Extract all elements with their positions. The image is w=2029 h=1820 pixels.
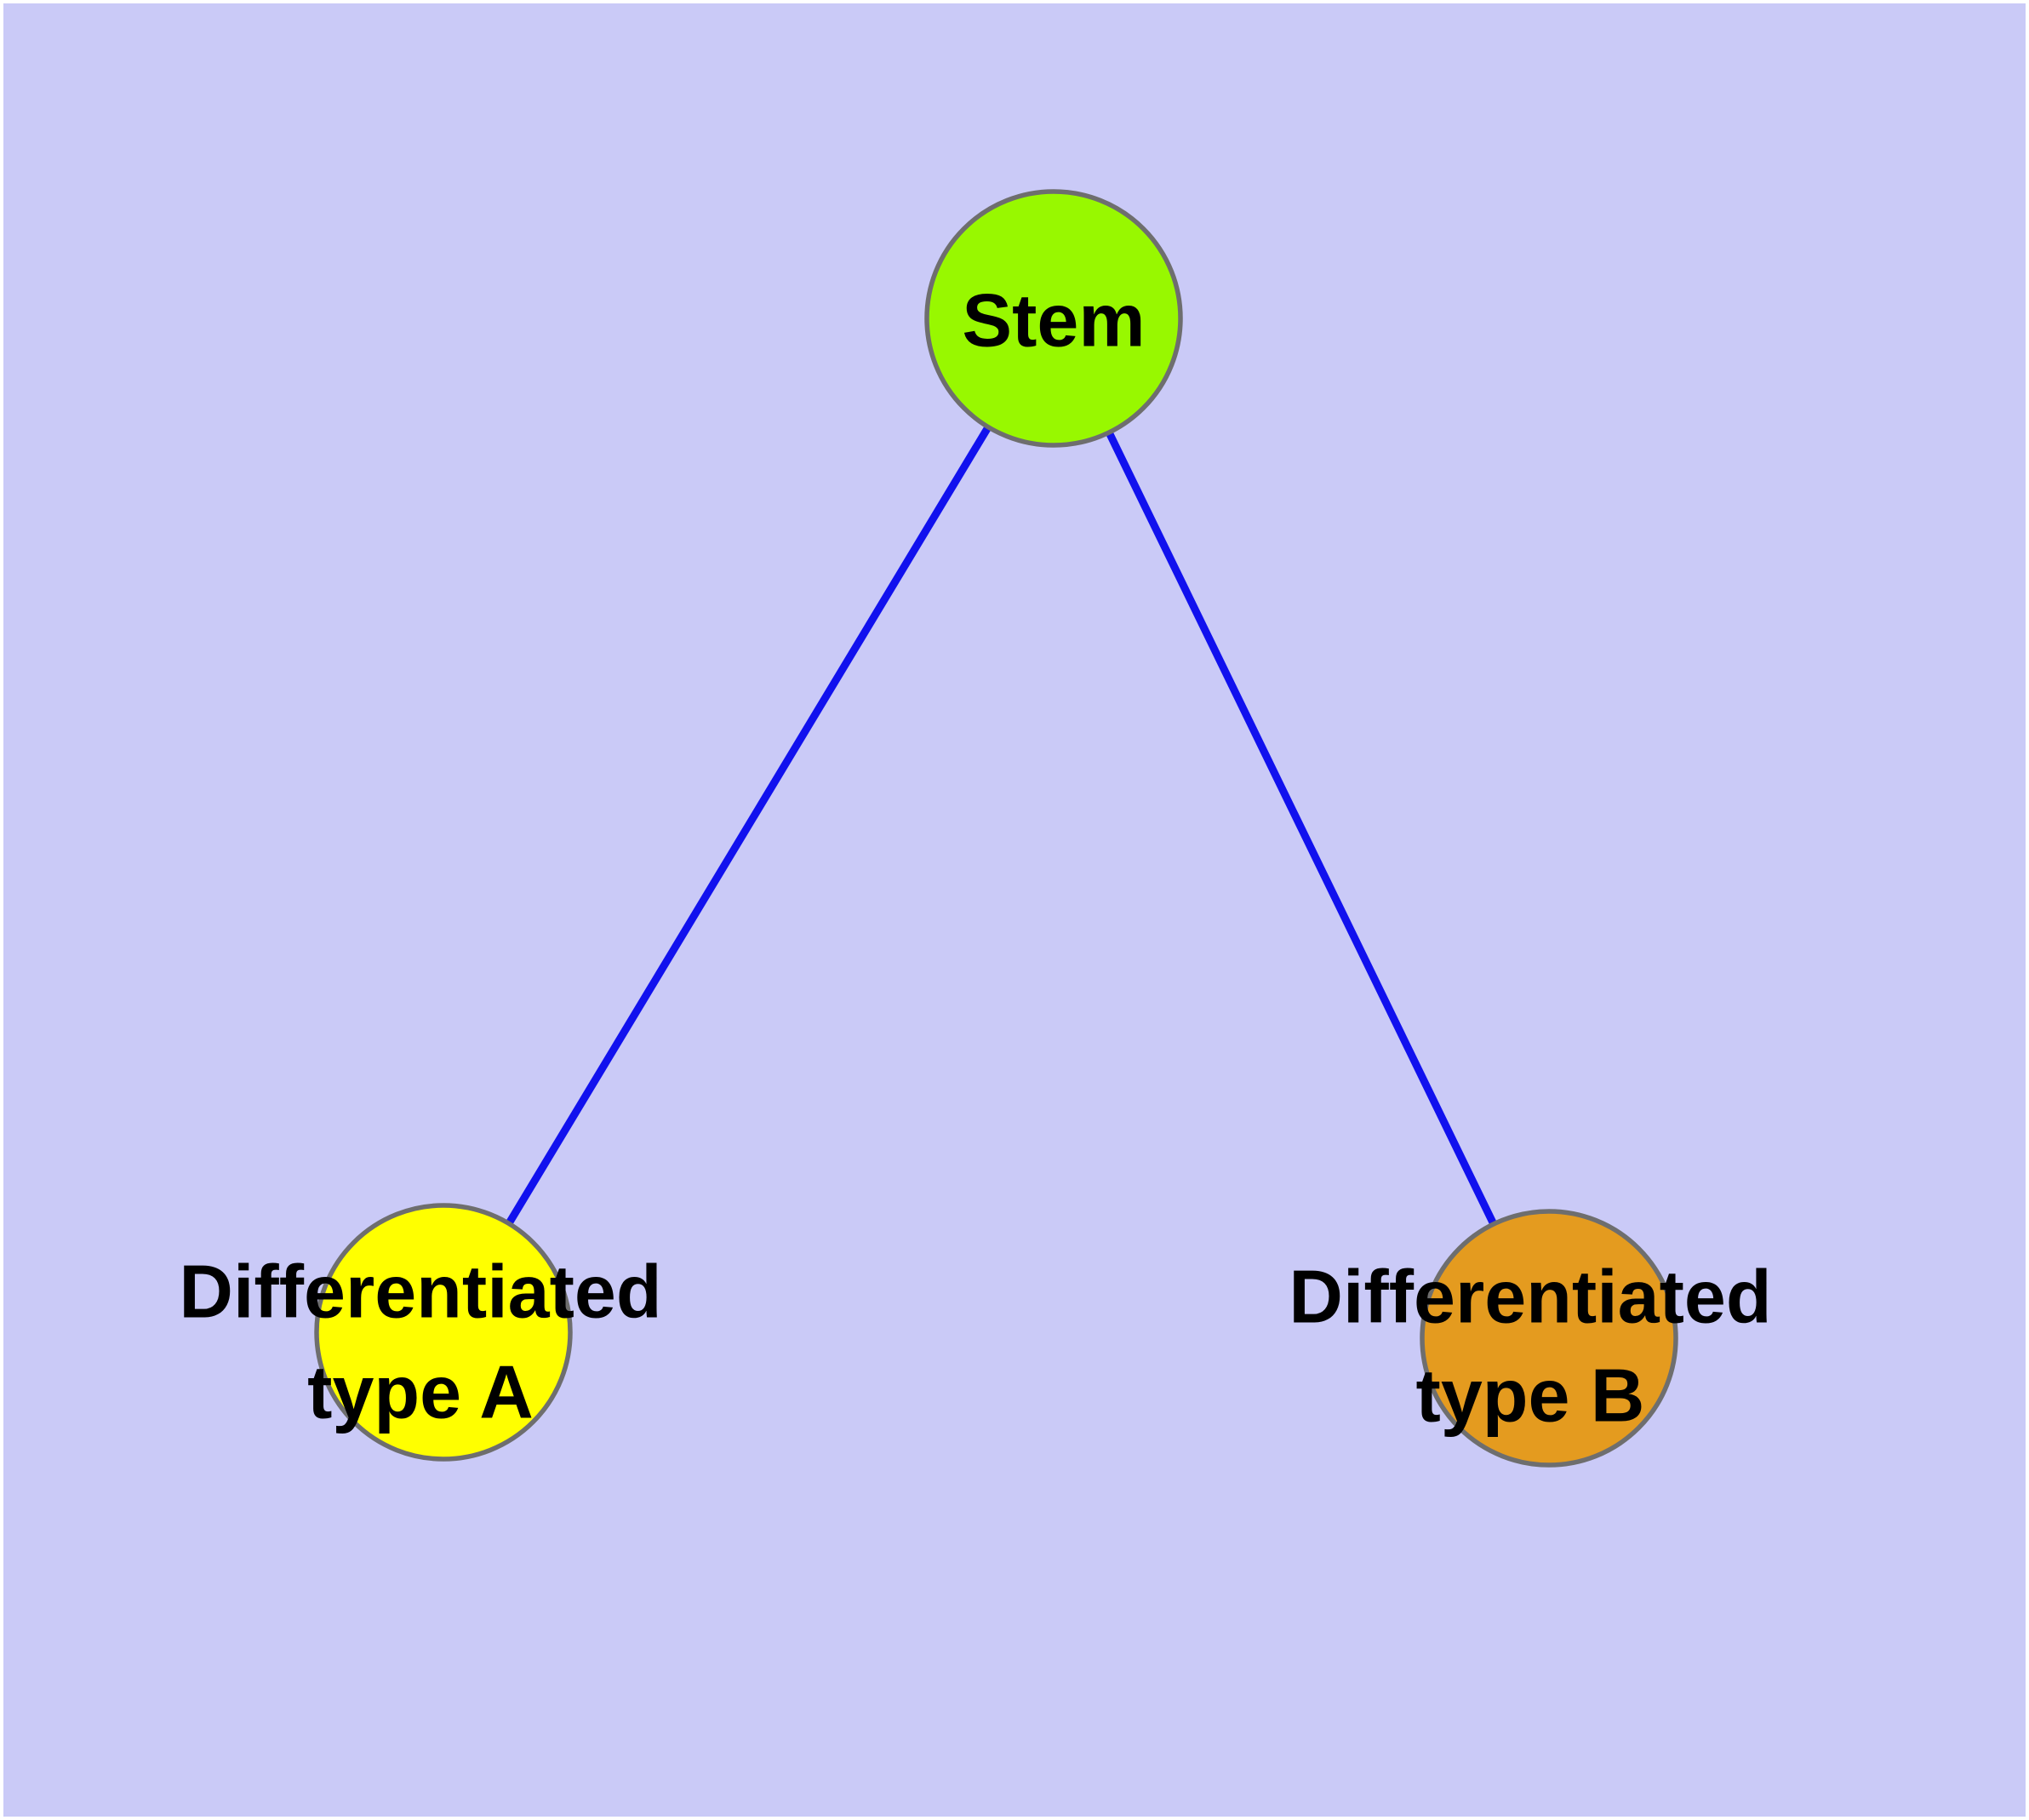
node-differentiated-type-b — [1420, 1209, 1678, 1468]
node-differentiated-type-b-label-line-1: Differentiated — [1289, 1255, 1771, 1339]
node-differentiated-type-b-label-line-2: type B — [1416, 1354, 1645, 1438]
edge-stem-to-differentiated-type-a — [440, 316, 1057, 1335]
node-stem-label: Stem — [962, 278, 1145, 363]
edge-stem-to-differentiated-type-b — [1049, 317, 1553, 1340]
node-differentiated-type-a — [314, 1203, 573, 1462]
node-stem — [924, 189, 1183, 448]
node-differentiated-type-a-label-line-1: Differentiated — [179, 1250, 661, 1334]
node-differentiated-type-a-label-line-2: type A — [307, 1350, 534, 1434]
